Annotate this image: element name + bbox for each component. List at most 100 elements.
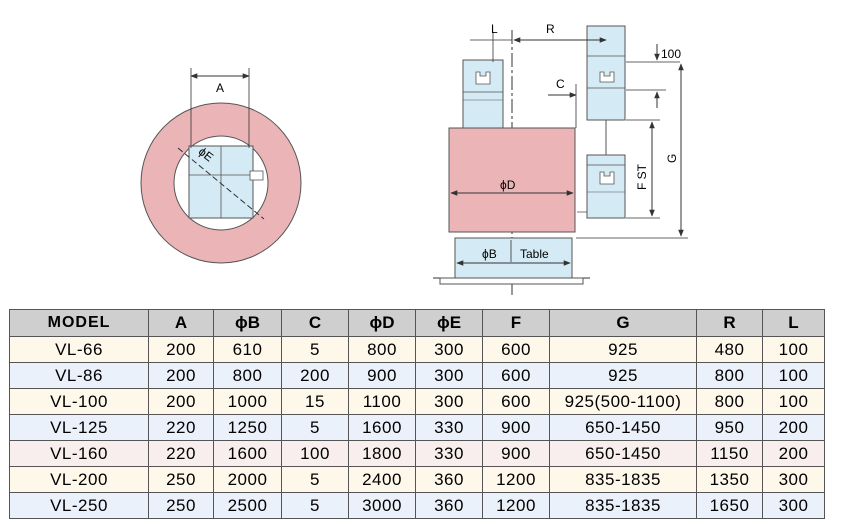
cell: 610 [213,336,282,363]
label-fst: F ST [635,163,649,190]
cell-model: VL-86 [9,362,149,389]
cell: 220 [148,440,214,467]
cell: 250 [148,466,214,493]
cell: 5 [281,466,349,493]
technical-drawing: A ϕE ϕB Table ϕD [140,22,688,295]
specification-table: MODEL A ϕB C ϕD ϕE F G R L VL-66 200 610… [9,309,825,519]
header-l: L [762,309,825,337]
cell: 330 [415,440,483,467]
cell: 1250 [213,414,282,441]
label-d: ϕD [500,178,516,192]
cell: 800 [348,336,416,363]
table-header-row: MODEL A ϕB C ϕD ϕE F G R L [9,309,825,337]
side-view: ϕB Table ϕD L R C [433,22,688,295]
cell: 15 [281,388,349,415]
cell: 650-1450 [549,440,697,467]
cell: 925(500-1100) [549,388,697,415]
label-a: A [216,81,224,95]
cell: 200 [148,388,214,415]
cell-model: VL-100 [9,388,149,415]
cell: 1200 [482,466,550,493]
table-row: VL-200 250 2000 5 2400 360 1200 835-1835… [9,466,825,493]
cell: 330 [415,414,483,441]
cell-model: VL-250 [9,492,149,519]
cell: 600 [482,388,550,415]
cell: 220 [148,414,214,441]
cell: 200 [281,362,349,389]
header-r: R [696,309,763,337]
cell-model: VL-160 [9,440,149,467]
cell: 1350 [696,466,763,493]
label-100: 100 [661,47,681,61]
cell-model: VL-125 [9,414,149,441]
cell: 360 [415,466,483,493]
cell: 360 [415,492,483,519]
cell: 200 [148,336,214,363]
table-row: VL-160 220 1600 100 1800 330 900 650-145… [9,440,825,467]
cell-model: VL-66 [9,336,149,363]
table-row: VL-86 200 800 200 900 300 600 925 800 10… [9,362,825,389]
cell: 100 [281,440,349,467]
cell-model: VL-200 [9,466,149,493]
label-g: G [665,154,679,163]
cell: 5 [281,414,349,441]
label-c: C [556,77,565,91]
cell: 200 [762,414,825,441]
cell: 2400 [348,466,416,493]
cell: 800 [213,362,282,389]
cell: 1150 [696,440,763,467]
header-a: A [148,309,214,337]
cell: 2500 [213,492,282,519]
cell: 5 [281,336,349,363]
cell: 5 [281,492,349,519]
cell: 1600 [213,440,282,467]
cell: 1600 [348,414,416,441]
cell: 250 [148,492,214,519]
cell: 100 [762,336,825,363]
cell: 1650 [696,492,763,519]
cell: 800 [696,362,763,389]
header-b: ϕB [213,309,282,337]
header-f: F [482,309,550,337]
cell: 600 [482,362,550,389]
cell: 925 [549,336,697,363]
magnet-body [448,127,576,233]
cell: 480 [696,336,763,363]
cell: 1200 [482,492,550,519]
header-e: ϕE [415,309,483,337]
table-row: VL-66 200 610 5 800 300 600 925 480 100 [9,336,825,363]
cell: 3000 [348,492,416,519]
cell: 900 [482,440,550,467]
cell: 2000 [213,466,282,493]
cell: 900 [482,414,550,441]
cell: 100 [762,388,825,415]
label-b: ϕB [482,247,497,261]
cell: 800 [696,388,763,415]
cell: 1000 [213,388,282,415]
cell: 300 [762,492,825,519]
label-r: R [546,22,555,36]
top-view: A ϕE [140,68,302,264]
cell: 300 [415,336,483,363]
header-g: G [549,309,697,337]
cell: 835-1835 [549,492,697,519]
header-c: C [281,309,349,337]
cell: 300 [762,466,825,493]
cell: 200 [148,362,214,389]
header-model: MODEL [9,309,149,337]
cell: 1800 [348,440,416,467]
header-d: ϕD [348,309,416,337]
cell: 650-1450 [549,414,697,441]
cell: 300 [415,362,483,389]
cell: 835-1835 [549,466,697,493]
cell: 950 [696,414,763,441]
cell: 600 [482,336,550,363]
label-l: L [491,22,498,36]
table-row: VL-125 220 1250 5 1600 330 900 650-1450 … [9,414,825,441]
table-row: VL-100 200 1000 15 1100 300 600 925(500-… [9,388,825,415]
cell: 925 [549,362,697,389]
cell: 900 [348,362,416,389]
label-table: Table [520,247,549,261]
cell: 1100 [348,388,416,415]
table-base [454,237,573,279]
